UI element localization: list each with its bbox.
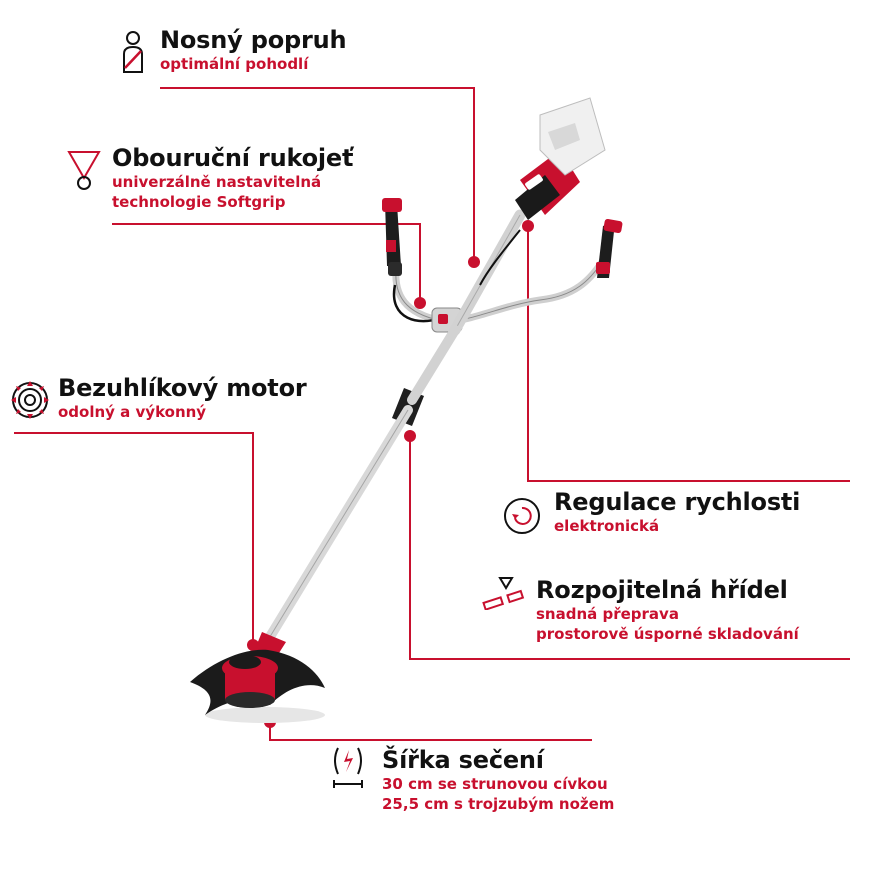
feature-shaft: Rozpojitelná hřídel snadná přeprava pros… — [536, 576, 799, 644]
feature-title: Obouruční rukojeť — [112, 144, 354, 172]
leader-speed — [527, 226, 850, 482]
leader-strap — [160, 87, 475, 258]
grass-trimmer — [190, 97, 623, 723]
leader-width — [269, 722, 592, 741]
feature-width: Šířka sečení 30 cm se strunovou cívkou 2… — [382, 746, 614, 814]
feature-speed: Regulace rychlosti elektronická — [554, 488, 800, 536]
two-hand-handle-icon — [64, 148, 104, 196]
feature-title: Regulace rychlosti — [554, 488, 801, 516]
feature-handle: Obouruční rukojeť univerzálně nastavitel… — [112, 144, 353, 212]
motor-housing — [515, 97, 606, 220]
feature-title: Nosný popruh — [160, 26, 347, 54]
split-shaft-icon — [480, 576, 528, 614]
feature-line: optimální pohodlí — [160, 55, 309, 73]
leader-shaft — [409, 436, 850, 660]
brushless-motor-icon — [10, 380, 50, 424]
leader-dots — [247, 220, 534, 728]
feature-line: 30 cm se strunovou cívkou — [382, 775, 608, 793]
speed-control-icon — [502, 496, 542, 540]
shoulder-strap-icon — [120, 30, 146, 78]
right-grip — [596, 219, 623, 278]
feature-line: univerzálně nastavitelná — [112, 173, 322, 191]
feature-line: elektronická — [554, 517, 660, 535]
feature-line: technologie Softgrip — [112, 193, 286, 211]
left-grip — [382, 198, 402, 276]
cutting-width-icon — [330, 744, 366, 792]
feature-line: prostorově úsporné skladování — [536, 625, 799, 643]
feature-title: Bezuhlíkový motor — [58, 374, 307, 402]
feature-motor: Bezuhlíkový motor odolný a výkonný — [58, 374, 307, 422]
feature-title: Rozpojitelná hřídel — [536, 576, 788, 604]
feature-line: snadná přeprava — [536, 605, 679, 623]
feature-line: 25,5 cm s trojzubým nožem — [382, 795, 615, 813]
feature-line: odolný a výkonný — [58, 403, 207, 421]
cutting-head — [190, 632, 325, 715]
handlebar — [392, 258, 606, 326]
feature-title: Šířka sečení — [382, 746, 544, 774]
leader-handle — [112, 223, 421, 303]
feature-strap: Nosný popruh optimální pohodlí — [160, 26, 347, 74]
leader-motor — [14, 432, 254, 645]
